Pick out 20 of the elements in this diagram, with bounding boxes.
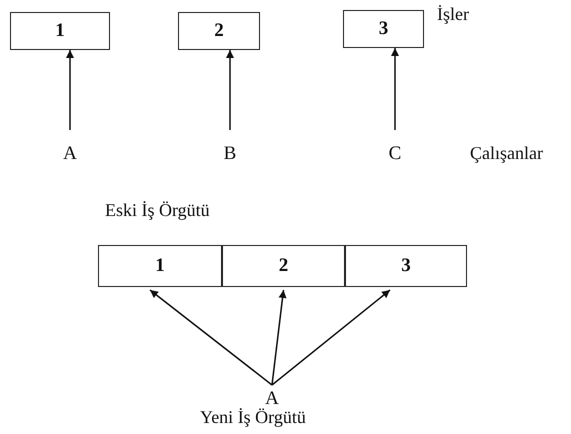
job-box: 2 (178, 12, 260, 50)
job-box: 1 (10, 12, 110, 50)
worker-label: B (218, 142, 242, 166)
job-cell: 3 (345, 245, 467, 287)
job-cell: 2 (222, 245, 345, 287)
arrow (271, 290, 286, 386)
job-box: 3 (343, 10, 424, 48)
caption: Yeni İş Örgütü (200, 407, 306, 428)
worker-label: C (383, 142, 407, 166)
arrow (391, 48, 399, 130)
arrow (150, 289, 272, 386)
jobs-label: İşler (437, 4, 469, 25)
job-cell: 1 (98, 245, 222, 287)
worker-label: A (58, 142, 82, 166)
caption: Eski İş Örgütü (105, 200, 210, 221)
workers-label: Çalışanlar (470, 143, 543, 164)
arrow (272, 289, 390, 386)
arrow (66, 50, 74, 130)
arrow (226, 50, 234, 130)
worker-label: A (260, 388, 284, 410)
